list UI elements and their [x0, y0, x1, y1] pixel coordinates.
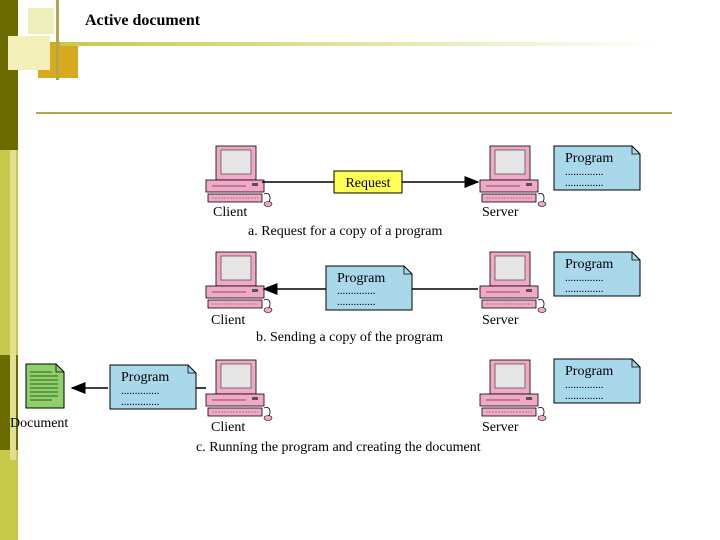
small-light-square — [28, 8, 54, 34]
program-title: Program — [565, 364, 613, 379]
client-label: Client — [213, 205, 247, 220]
server-computer-icon — [479, 359, 547, 421]
caption-b: b. Sending a copy of the program — [256, 330, 443, 345]
server-label: Server — [482, 205, 519, 220]
program-dots-1: .............. — [565, 166, 604, 178]
program-dots-1: .............. — [565, 272, 604, 284]
program-dots-1: .............. — [121, 385, 160, 397]
part-a: Client Server Request Program ..........… — [205, 145, 641, 239]
client-computer-icon — [205, 359, 273, 421]
document-label: Document — [10, 416, 68, 431]
client-label: Client — [211, 420, 245, 435]
client-computer-icon — [205, 251, 273, 313]
vertical-rule — [56, 0, 59, 80]
server-label: Server — [482, 420, 519, 435]
server-program-box: Program .............. .............. — [553, 145, 641, 191]
server-computer-icon — [479, 251, 547, 313]
program-title: Program — [121, 370, 169, 385]
light-square — [8, 36, 50, 70]
program-title: Program — [565, 151, 613, 166]
server-label: Server — [482, 313, 519, 328]
program-dots-2: .............. — [565, 283, 604, 295]
document-icon — [25, 363, 65, 409]
left-thin-bar — [10, 150, 16, 460]
transit-program-box: Program .............. .............. — [325, 265, 413, 311]
request-label: Request — [345, 176, 390, 191]
title-underline — [36, 112, 672, 114]
client-computer-icon — [205, 145, 273, 207]
program-dots-2: .............. — [337, 296, 376, 308]
slide-title: Active document — [85, 12, 201, 29]
part-c: Client Server Document Program .........… — [10, 358, 641, 455]
program-dots-2: .............. — [121, 396, 160, 408]
program-title: Program — [337, 271, 385, 286]
request-box — [333, 170, 403, 194]
server-program-box: Program .............. .............. — [553, 251, 641, 297]
client-program-box: Program .............. .............. — [109, 364, 197, 410]
caption-a: a. Request for a copy of a program — [248, 224, 442, 239]
part-b: Client Server Program .............. ...… — [205, 251, 641, 345]
server-program-box: Program .............. .............. — [553, 358, 641, 404]
program-dots-1: .............. — [565, 379, 604, 391]
program-title: Program — [565, 257, 613, 272]
caption-c: c. Running the program and creating the … — [196, 440, 481, 455]
top-rule — [60, 42, 660, 46]
client-label: Client — [211, 313, 245, 328]
program-dots-1: .............. — [337, 285, 376, 297]
program-dots-2: .............. — [565, 177, 604, 189]
program-dots-2: .............. — [565, 390, 604, 402]
server-computer-icon — [479, 145, 547, 207]
